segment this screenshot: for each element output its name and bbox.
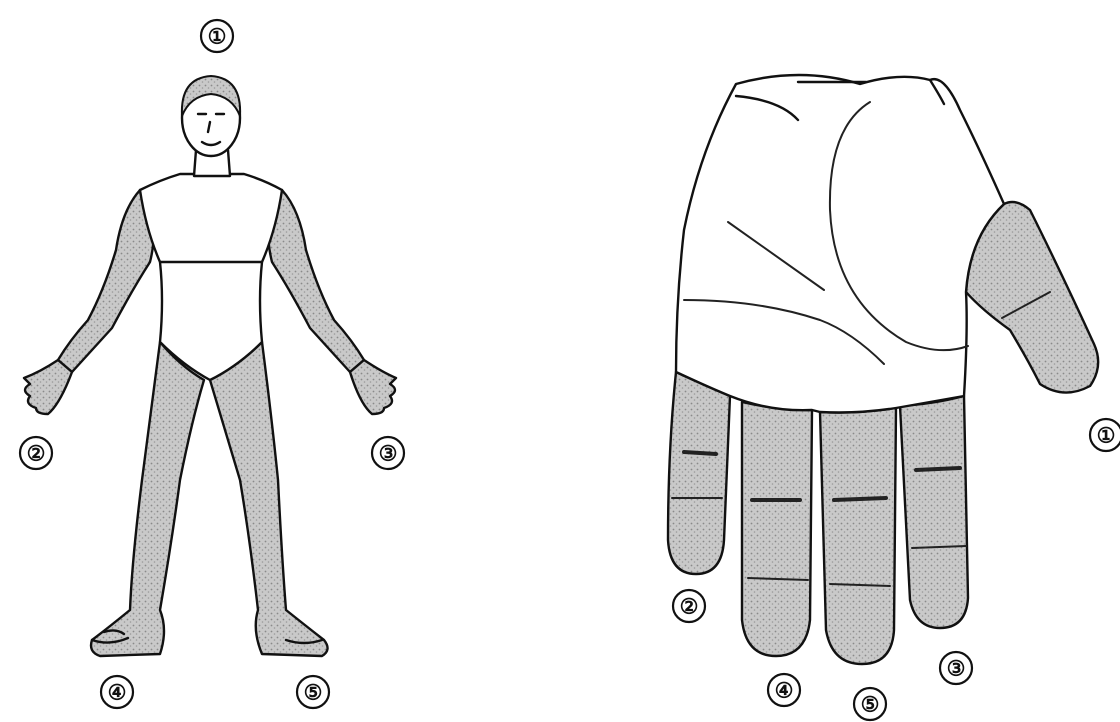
svg-text:①: ①: [208, 24, 227, 49]
svg-text:④: ④: [108, 680, 127, 705]
left-arm: [268, 190, 364, 372]
svg-text:②: ②: [680, 594, 699, 619]
label-right-hand: ②: [20, 437, 52, 469]
index-finger: [668, 372, 730, 574]
label-left-foot: ⑤: [297, 676, 329, 708]
svg-text:⑤: ⑤: [861, 692, 880, 717]
label-head: ①: [201, 20, 233, 52]
right-arm: [58, 190, 154, 372]
label-ring-finger: ⑤: [854, 688, 886, 720]
middle-finger: [742, 402, 812, 656]
body-figure: ① ② ③ ④ ⑤: [20, 20, 404, 708]
left-hand-shape: [350, 360, 396, 414]
label-little-finger: ③: [940, 652, 972, 684]
svg-text:①: ①: [1097, 423, 1116, 448]
thumb: [966, 202, 1098, 393]
label-right-foot: ④: [101, 676, 133, 708]
svg-text:②: ②: [27, 441, 46, 466]
svg-text:④: ④: [775, 678, 794, 703]
svg-text:⑤: ⑤: [304, 680, 323, 705]
palm: [676, 75, 1004, 413]
label-left-hand: ③: [372, 437, 404, 469]
little-finger: [900, 396, 968, 628]
svg-text:③: ③: [379, 441, 398, 466]
right-hand-shape: [24, 360, 72, 414]
left-leg: [210, 342, 328, 656]
label-thumb: ①: [1090, 419, 1120, 451]
hand-figure: ① ② ③ ④ ⑤: [668, 75, 1120, 720]
svg-text:③: ③: [947, 656, 966, 681]
right-leg: [91, 342, 204, 656]
label-index-finger: ②: [673, 590, 705, 622]
ring-finger: [820, 408, 896, 664]
label-middle-finger: ④: [768, 674, 800, 706]
